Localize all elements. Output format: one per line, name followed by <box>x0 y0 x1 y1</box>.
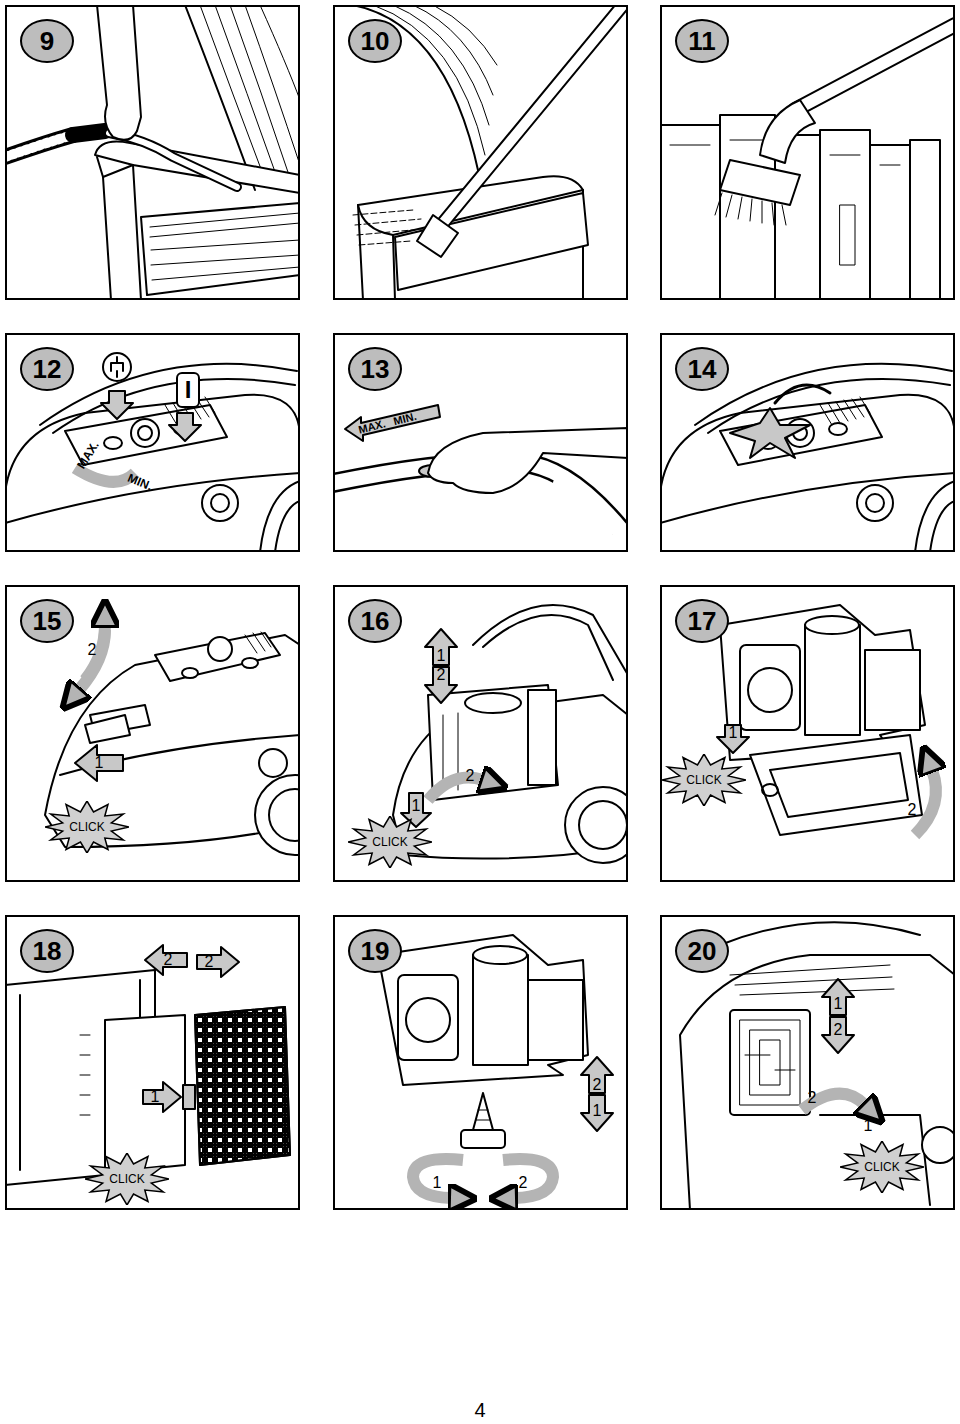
step-panel: 15CLICK <box>5 585 300 882</box>
callout-number: 2 <box>466 768 475 784</box>
callout-number: 1 <box>864 1118 873 1134</box>
callout-number: I <box>185 378 192 402</box>
step-number: 12 <box>20 347 74 391</box>
callout-number: 2 <box>808 1090 817 1106</box>
click-burst: CLICK <box>45 801 129 853</box>
step-number: 9 <box>20 19 74 63</box>
click-label: CLICK <box>372 835 407 849</box>
callout-number: 2 <box>437 667 446 683</box>
click-burst: CLICK <box>85 1153 169 1205</box>
step-panel: 9 <box>5 5 300 300</box>
step-number: 17 <box>675 599 729 643</box>
callout-number: 2 <box>834 1022 843 1038</box>
click-burst: CLICK <box>840 1141 924 1193</box>
step-panel: 10 <box>333 5 628 300</box>
callout-number: 1 <box>412 798 421 814</box>
callout-number: 1 <box>151 1089 160 1105</box>
step-panel: 14 <box>660 333 955 552</box>
callout-number: 1 <box>729 725 738 741</box>
callout-number: 2 <box>519 1175 528 1191</box>
step-panel: 20CLICK <box>660 915 955 1210</box>
step-number: 18 <box>20 929 74 973</box>
click-label: CLICK <box>109 1172 144 1186</box>
callout-number: 1 <box>95 755 104 771</box>
callout-number: 2 <box>164 952 173 968</box>
callout-number: 1 <box>433 1175 442 1191</box>
callout-number: 2 <box>908 802 917 818</box>
step-number: 19 <box>348 929 402 973</box>
step-panel: 19 <box>333 915 628 1210</box>
click-label: CLICK <box>864 1160 899 1174</box>
step-panel: 17CLICK <box>660 585 955 882</box>
click-label: CLICK <box>686 773 721 787</box>
callout-number: 1 <box>593 1103 602 1119</box>
step-panel: 11 <box>660 5 955 300</box>
step-number: 14 <box>675 347 729 391</box>
step-number: 15 <box>20 599 74 643</box>
click-burst: CLICK <box>662 754 746 806</box>
step-panel: 12 <box>5 333 300 552</box>
step-number: 13 <box>348 347 402 391</box>
callout-number: 2 <box>593 1077 602 1093</box>
step-panel: 18CLICK <box>5 915 300 1210</box>
step-number: 11 <box>675 19 729 63</box>
page-number: 4 <box>474 1400 485 1420</box>
step-number: 10 <box>348 19 402 63</box>
callout-number: 2 <box>205 954 214 970</box>
step-panel: 13 <box>333 333 628 552</box>
step-number: 16 <box>348 599 402 643</box>
callout-number: 1 <box>834 996 843 1012</box>
callout-number: 2 <box>88 642 97 658</box>
step-panel: 16CLICK <box>333 585 628 882</box>
click-burst: CLICK <box>348 816 432 868</box>
click-label: CLICK <box>69 820 104 834</box>
step-number: 20 <box>675 929 729 973</box>
callout-number: 1 <box>437 648 446 664</box>
